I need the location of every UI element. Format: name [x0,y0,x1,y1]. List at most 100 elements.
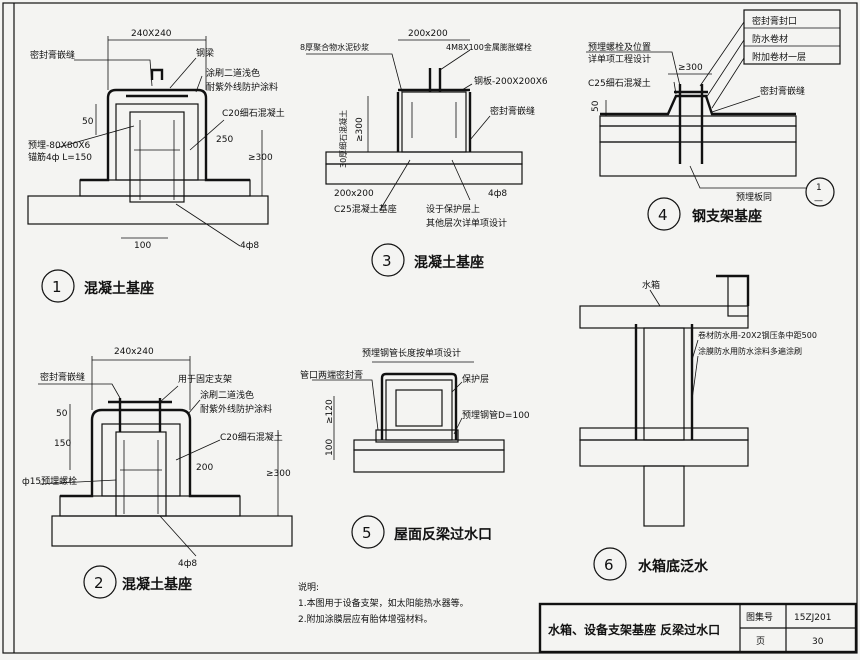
leader [175,203,241,247]
detail-number-circle [647,197,681,231]
tank-wall-line [716,274,750,306]
upturn-beam [385,379,453,441]
label: 涂膜防水用防水涂料多遍涂刷 [698,346,802,356]
detail-4: 密封膏封口 防水卷材 附加卷材一层 预埋螺栓及位置 详单项工程设计 C25细石混… [586,9,841,231]
label: ≥300 [248,153,273,163]
label: 50 [56,409,68,419]
membrane-line [60,408,240,498]
notes-heading: 说明: [298,581,319,593]
label: 保护层 [462,373,489,385]
label: 卷材防水用-20X2钢压条中距500 [698,330,817,340]
leader [699,21,745,109]
detail-number-circle [83,565,117,599]
label: 100 [325,439,335,456]
layer-legend-box [743,9,841,65]
concrete-base [115,103,199,181]
label: 8厚聚合物水泥砂浆 [300,42,369,52]
detail-number: 4 [658,206,668,224]
roof-slab [353,449,505,473]
detail-1: 240X240 密封膏嵌缝 钢梁 涂刷二道浅色 耐紫外线防护涂料 C20细石混凝… [27,29,285,303]
atlas-number: 15ZJ201 [794,613,831,623]
label: 密封膏嵌缝 [490,105,535,117]
label: 240X240 [131,29,172,39]
leader [691,339,699,361]
label: 附加卷材一层 [752,51,806,63]
leader [306,53,403,93]
support-column [643,327,685,441]
detail-number-circle [371,243,405,277]
label: C25细石混凝土 [588,77,651,89]
detail-title: 屋面反梁过水口 [394,526,492,543]
leader [74,59,153,87]
notes-block: 说明: 1.本图用于设备支架，如太阳能热水器等。 2.附加涂膜层应有胎体增强材料… [298,581,469,625]
rebar-core [129,111,185,203]
label: ≥120 [325,399,335,424]
label: 用于固定支架 [178,373,232,385]
label: 水箱 [642,279,660,291]
embedded-pipe [375,429,459,443]
label: ≥300 [266,469,291,479]
tank-bottom-slab [579,305,749,329]
label: 防水卷材 [752,33,788,45]
protect-layer [325,151,523,165]
label: 钢梁 [196,47,214,59]
rebar-core [115,431,167,517]
insulation-layer [579,427,749,441]
leader [159,515,197,557]
steel-beam [150,68,164,80]
leader [469,115,491,141]
label: 240x240 [114,347,154,357]
leader [195,75,203,93]
label: 预埋板同 [736,191,772,203]
detail-title: 混凝土基座 [414,254,484,271]
page-label: 页 [756,636,765,647]
label: 密封膏嵌缝 [760,85,805,97]
anchor-bolts [118,398,162,432]
label: 4ф8 [488,189,507,199]
label: 50 [82,117,94,127]
label: 预埋螺栓及位置 [588,41,651,53]
detail-3: 200x200 8厚聚合物水泥砂浆 4M8X100金属膨胀螺栓 钢板-200X2… [300,29,548,277]
label: C20细石混凝土 [220,431,283,443]
membrane-line [380,372,458,440]
detail-title: 水箱底泛水 [638,558,709,575]
label: 设于保护层上 [426,203,480,215]
insulation-layer [599,125,797,143]
leader [39,479,117,485]
leader [312,379,379,431]
leader [673,81,677,95]
leader [169,57,197,89]
label: 4M8X100金属膨胀螺栓 [446,42,532,52]
detail-title: 混凝土基座 [122,576,192,593]
sheet-title: 水箱、设备支架基座 反梁过水口 [548,622,720,637]
label: 钢板-200X200X6 [474,75,548,87]
leader [451,381,463,393]
detail-number-circle [593,547,627,581]
protect-layer [59,495,241,517]
beam-core [395,389,443,427]
detail-6: 水箱 卷材防水用-20X2钢压条中距500 涂膜防水用防水涂料多遍涂刷 6 水箱… [579,274,817,581]
leader [175,439,221,461]
note-item: 1.本图用于设备支架，如太阳能热水器等。 [298,597,469,609]
roof-slab [579,439,749,467]
atlas-label: 图集号 [746,611,773,623]
leader [159,385,179,403]
title-block: 水箱、设备支架基座 反梁过水口 图集号 15ZJ201 页 30 [538,602,858,654]
page-number: 30 [812,637,824,647]
leader [586,51,681,87]
label: 250 [216,135,233,145]
rebar-lines [120,440,162,514]
label: 密封膏封口 [752,15,797,27]
leader [439,49,471,71]
label: 100 [134,241,151,251]
label: ≥300 [355,117,365,142]
leader [453,417,463,435]
label: 涂刷二道浅色 [206,67,260,79]
label: 密封膏嵌缝 [30,49,75,61]
label: 4ф8 [240,241,259,251]
rebar-lines [411,102,457,138]
label: 200 [196,463,213,473]
label: 锚筋4ф L=150 [28,151,92,163]
label: 50 [591,100,601,112]
